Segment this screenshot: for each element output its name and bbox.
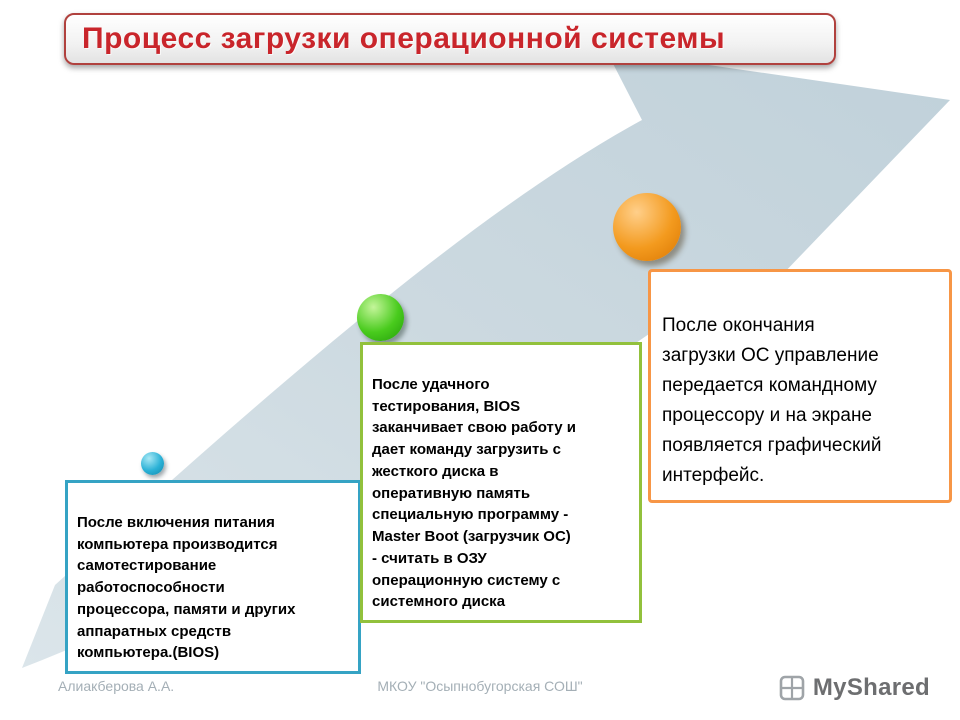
step-box-2: После удачного тестирования, BIOS заканч… (360, 342, 642, 623)
step-text-2: После удачного тестирования, BIOS заканч… (372, 375, 576, 611)
step-text-1: После включения питания компьютера произ… (77, 513, 296, 662)
footer-author: Алиакберова А.А. (58, 678, 175, 694)
step-box-3: После окончания загрузки ОС управление п… (648, 269, 952, 504)
myshared-logo-text: MyShared (812, 674, 930, 701)
step-box-1: После включения питания компьютера произ… (65, 480, 361, 674)
step-text-3: После окончания загрузки ОС управление п… (662, 315, 882, 487)
footer-school: МКОУ "Осыпнобугорская СОШ" (377, 678, 583, 694)
slide-title-banner: Процесс загрузки операционной системы (64, 13, 836, 65)
myshared-logo: MyShared (778, 674, 930, 702)
step-dot-1 (141, 452, 164, 475)
step-dot-2 (357, 294, 404, 341)
myshared-logo-icon (779, 675, 805, 701)
slide-title: Процесс загрузки операционной системы (82, 22, 726, 55)
step-dot-3 (613, 193, 681, 261)
